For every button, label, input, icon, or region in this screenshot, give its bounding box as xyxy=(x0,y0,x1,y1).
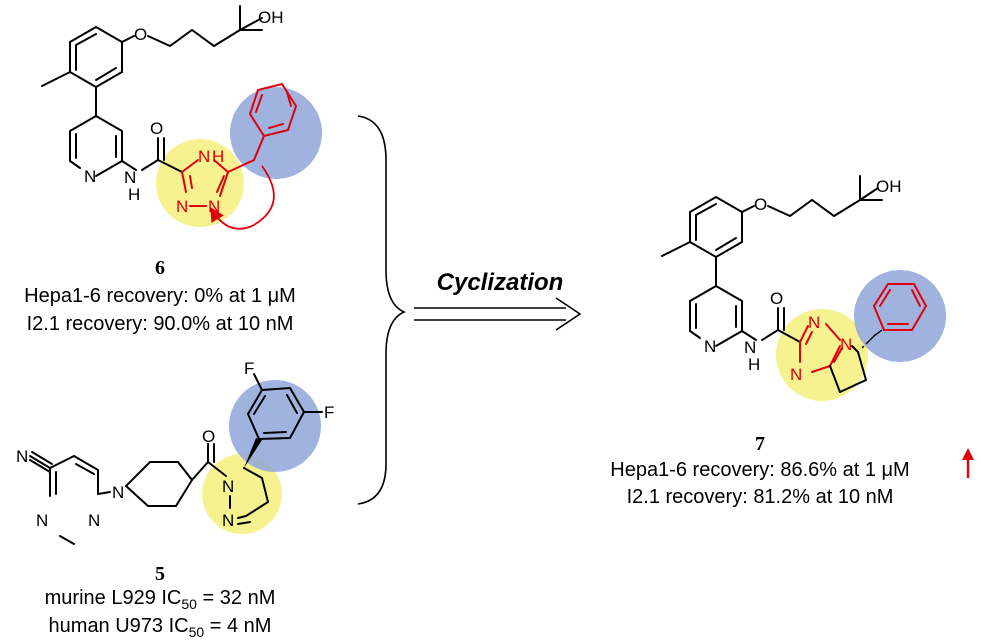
compound-6-structure: O OH N N H O xyxy=(41,5,322,230)
grouping-brace xyxy=(357,115,406,505)
fluorine-2-5: F xyxy=(324,403,334,422)
carbonyl-oxygen-6: O xyxy=(150,119,163,138)
triazole-ring-7 xyxy=(799,323,843,373)
triazole-h-6: H xyxy=(212,147,224,166)
pyridine-ring-7 xyxy=(689,285,743,347)
hydroxyl-7: OH xyxy=(876,177,902,196)
compound-7-number: 7 xyxy=(755,433,765,455)
wedge-bond-5 xyxy=(244,438,262,468)
triazole-highlight-7 xyxy=(776,309,868,401)
toluene-ring-6 xyxy=(69,26,123,88)
triazole-n2-7: N xyxy=(840,335,852,354)
amide-nitrogen-7: N xyxy=(744,338,756,357)
pyrimidine-n1-5: N xyxy=(36,511,48,530)
triazole-n1-6: N xyxy=(176,197,188,216)
difluorophenyl-ring-5 xyxy=(246,386,306,441)
triazole-ring-6 xyxy=(181,159,229,197)
triazole-n1-7: N xyxy=(808,313,820,332)
compound-6-i21-recovery: I2.1 recovery: 90.0% at 10 nM xyxy=(27,313,294,335)
hashed-bond-7 xyxy=(861,329,883,349)
carbonyl-oxygen-7: O xyxy=(770,289,783,308)
piperidine-nitrogen-5: N xyxy=(112,483,124,502)
pyrazoline-n2-5: N xyxy=(222,511,234,530)
compound-5-structure: N N N N O N N xyxy=(16,359,334,545)
phenyl-ring-7 xyxy=(872,283,928,331)
pyridine-nitrogen-7: N xyxy=(704,337,716,356)
amide-nitrogen-6: N xyxy=(124,168,136,187)
ether-oxygen-7: O xyxy=(754,195,767,214)
amide-hydrogen-6: H xyxy=(128,185,140,204)
pyrimidine-n3-5: N xyxy=(88,511,100,530)
triazole-n3-7: N xyxy=(790,365,802,384)
pyrimidine-ring-5 xyxy=(49,455,99,545)
ether-oxygen-6: O xyxy=(134,25,147,44)
amide-hydrogen-7: H xyxy=(748,355,760,374)
piperidine-ring-5 xyxy=(124,461,194,507)
compound-5-number: 5 xyxy=(155,563,165,585)
compound-7-hepa-recovery: Hepa1-6 recovery: 86.6% at 1 μM xyxy=(610,459,909,481)
triazole-highlight-6 xyxy=(156,139,244,227)
cyclization-arrow-curve xyxy=(210,165,275,230)
compound-5-l929-ic50: murine L929 IC50 = 32 nM xyxy=(45,587,276,612)
toluene-ring-7 xyxy=(689,195,743,259)
compound-6-number: 6 xyxy=(155,257,165,279)
pyrrolidine-ring-7 xyxy=(829,345,867,393)
carbonyl-oxygen-5: O xyxy=(202,427,215,446)
compound-6-hepa-recovery: Hepa1-6 recovery: 0% at 1 μM xyxy=(24,285,296,307)
hydroxyl-6: OH xyxy=(258,8,284,27)
cyclization-label: Cyclization xyxy=(437,269,564,296)
compound-7-structure: O OH N N H O xyxy=(661,175,946,401)
pyrazoline-n1-5: N xyxy=(222,477,234,496)
pyridine-ring-6 xyxy=(69,115,123,177)
phenyl-ring-6 xyxy=(248,82,298,138)
difluorophenyl-highlight-5 xyxy=(229,380,321,472)
phenyl-highlight-7 xyxy=(854,270,946,362)
pyrazoline-ring-5 xyxy=(229,467,269,517)
fluorine-1-5: F xyxy=(244,359,254,378)
increase-arrow-icon xyxy=(962,448,974,478)
compound-7-i21-recovery: I2.1 recovery: 81.2% at 10 nM xyxy=(627,486,894,508)
reaction-arrow xyxy=(414,297,582,331)
triazole-nh-6: N xyxy=(198,147,210,166)
compound-5-u973-ic50: human U973 IC50 = 4 nM xyxy=(49,615,272,640)
pyridine-nitrogen-6: N xyxy=(84,167,96,186)
nitrile-nitrogen-5: N xyxy=(16,447,28,466)
